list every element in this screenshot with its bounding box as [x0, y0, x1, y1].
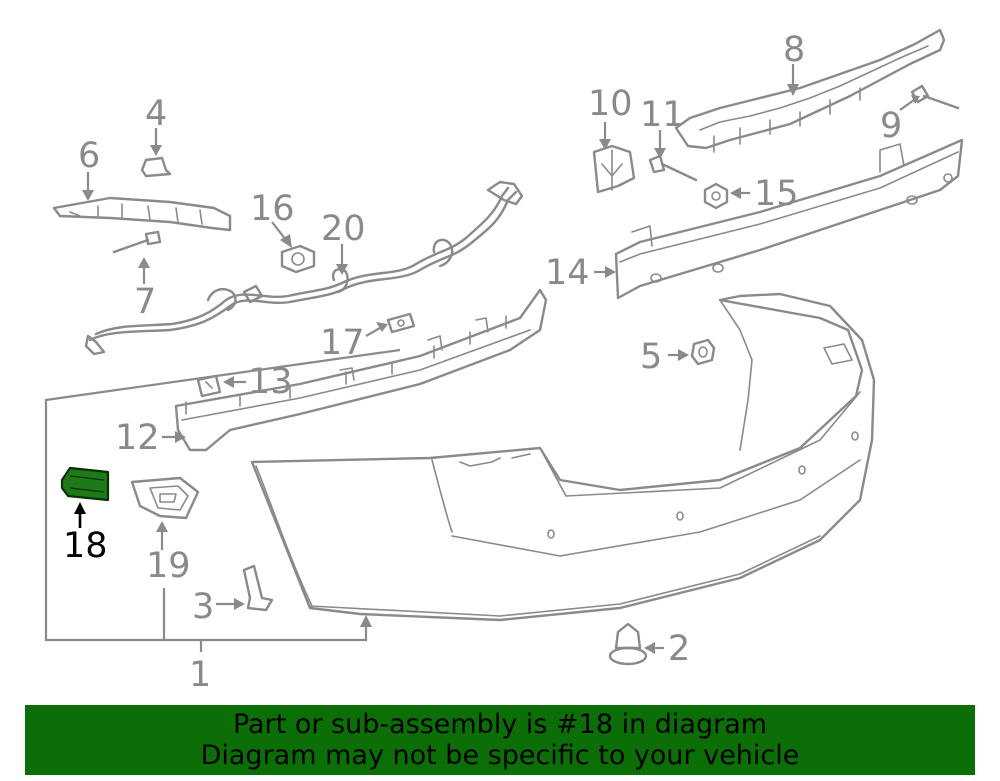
- part-16-sensor: [280, 244, 316, 274]
- callout-16: 16: [250, 189, 295, 229]
- callout-18: 18: [63, 526, 108, 566]
- callout-10: 10: [588, 84, 633, 124]
- part-3-bolt: [242, 564, 274, 612]
- callout-20: 20: [321, 209, 366, 249]
- part-1-bumper-fascia: [250, 292, 876, 622]
- part-8-bracket: [674, 28, 946, 153]
- part-7-pin: [112, 230, 162, 254]
- part-19-bracket: [130, 476, 200, 520]
- part-4-nut: [140, 156, 172, 178]
- callout-5: 5: [640, 337, 662, 377]
- callout-11: 11: [640, 95, 685, 135]
- notice-line-2: Diagram may not be specific to your vehi…: [200, 740, 800, 771]
- callout-14: 14: [545, 253, 590, 293]
- part-12-energy-absorber: [174, 288, 548, 452]
- part-11-bolt: [648, 154, 698, 182]
- part-6-bracket: [52, 196, 232, 232]
- part-15-nut: [703, 182, 729, 210]
- part-2-retainer: [608, 622, 648, 666]
- notice-banner: Part or sub-assembly is #18 in diagram D…: [25, 705, 975, 775]
- callout-6: 6: [78, 136, 100, 176]
- part-20-wiring-harness: [84, 180, 524, 356]
- callout-19: 19: [146, 546, 191, 586]
- part-18-highlighted: [60, 466, 110, 502]
- callout-7: 7: [134, 282, 156, 322]
- part-10-bracket: [592, 144, 636, 194]
- callout-4: 4: [145, 94, 167, 134]
- callout-9: 9: [880, 106, 902, 146]
- part-1-grouping-lines: [44, 348, 401, 652]
- part-17-bracket: [386, 312, 416, 334]
- callout-2: 2: [668, 629, 690, 669]
- callout-1: 1: [189, 655, 211, 695]
- parts-diagram: 8 9 10 11 1 5 14 6: [44, 28, 964, 695]
- part-14-impact-bar: [614, 138, 964, 300]
- part-5-grommet: [690, 338, 716, 366]
- callout-8: 8: [783, 30, 805, 70]
- notice-line-1: Part or sub-assembly is #18 in diagram: [232, 709, 768, 740]
- callout-12: 12: [115, 418, 160, 458]
- callout-3: 3: [192, 587, 214, 627]
